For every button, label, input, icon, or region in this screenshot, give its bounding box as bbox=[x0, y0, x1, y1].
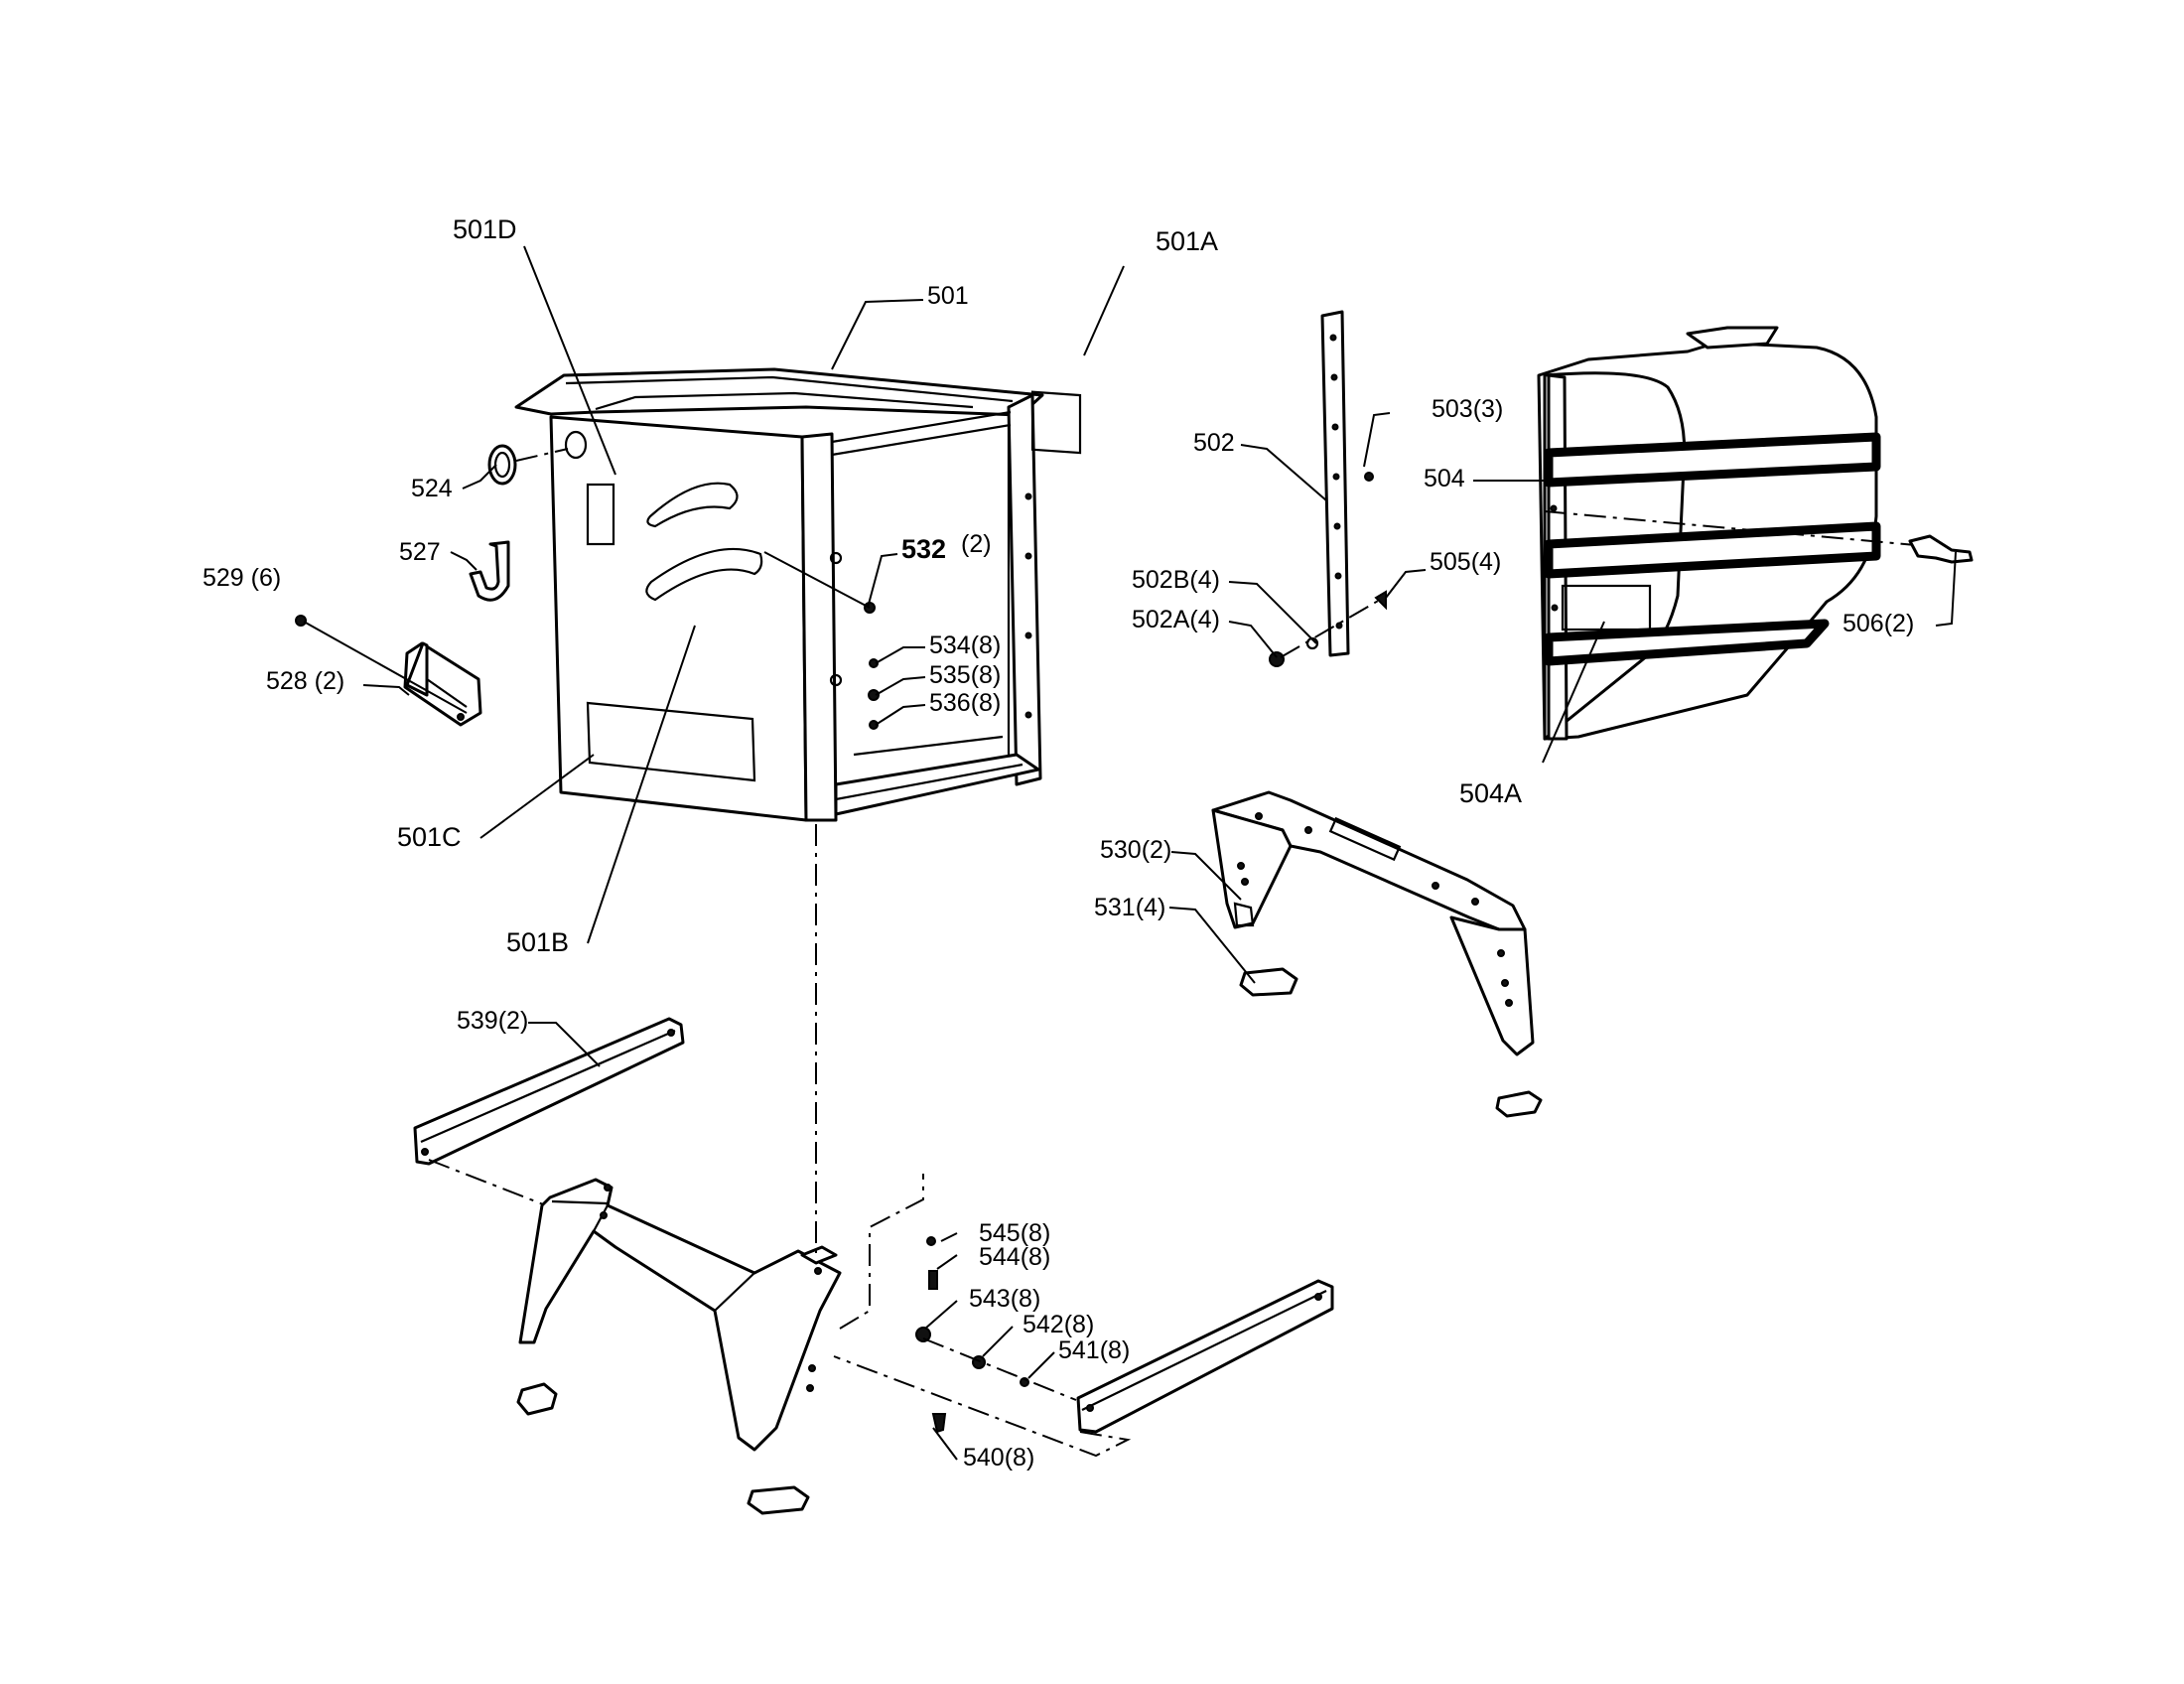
label-541: 541(8) bbox=[1058, 1336, 1130, 1364]
fasteners-540-545 bbox=[915, 1236, 1077, 1434]
label-501A: 501A bbox=[1156, 226, 1218, 256]
label-501: 501 bbox=[927, 282, 969, 310]
label-528: 528 (2) bbox=[266, 667, 344, 695]
label-531: 531(4) bbox=[1094, 894, 1165, 921]
label-532-qty: (2) bbox=[961, 530, 992, 558]
label-530: 530(2) bbox=[1100, 836, 1171, 864]
label-534: 534(8) bbox=[929, 632, 1001, 659]
label-503: 503(3) bbox=[1432, 395, 1503, 423]
leg-bracket-530 bbox=[1211, 790, 1543, 1118]
label-527: 527 bbox=[399, 538, 441, 566]
brace-539 bbox=[413, 1017, 685, 1210]
label-504: 504 bbox=[1424, 465, 1465, 492]
callout-labels: 501D 501 501A 524 527 529 (6) 528 (2) 53… bbox=[203, 214, 1914, 1472]
label-505: 505(4) bbox=[1430, 548, 1501, 576]
label-501B: 501B bbox=[506, 927, 569, 957]
label-545: 545(8) bbox=[979, 1219, 1050, 1247]
label-540: 540(8) bbox=[963, 1444, 1034, 1472]
label-542: 542(8) bbox=[1023, 1311, 1094, 1338]
guard-504 bbox=[1537, 326, 1974, 741]
label-532: 532 bbox=[901, 534, 946, 564]
label-502B: 502B(4) bbox=[1132, 566, 1220, 594]
label-524: 524 bbox=[411, 475, 453, 502]
label-543: 543(8) bbox=[969, 1285, 1040, 1313]
label-501C: 501C bbox=[397, 822, 462, 852]
cabinet-501 bbox=[514, 367, 1044, 822]
label-529: 529 (6) bbox=[203, 564, 281, 592]
label-536: 536(8) bbox=[929, 689, 1001, 717]
label-539: 539(2) bbox=[457, 1007, 528, 1035]
label-502A: 502A(4) bbox=[1132, 606, 1220, 633]
decal-501A bbox=[1030, 390, 1082, 455]
hardware-532-536 bbox=[864, 602, 880, 730]
brace-541 bbox=[833, 1279, 1334, 1458]
leader-lines bbox=[303, 245, 1957, 1461]
grommet-524 bbox=[487, 444, 569, 486]
hook-527 bbox=[469, 540, 510, 602]
label-504A: 504A bbox=[1459, 778, 1522, 808]
strip-502 bbox=[1269, 310, 1387, 667]
label-502: 502 bbox=[1193, 429, 1235, 457]
label-544: 544(8) bbox=[979, 1243, 1050, 1271]
leg-assembly bbox=[516, 824, 924, 1515]
label-535: 535(8) bbox=[929, 661, 1001, 689]
label-506: 506(2) bbox=[1843, 610, 1914, 637]
label-501D: 501D bbox=[453, 214, 517, 244]
